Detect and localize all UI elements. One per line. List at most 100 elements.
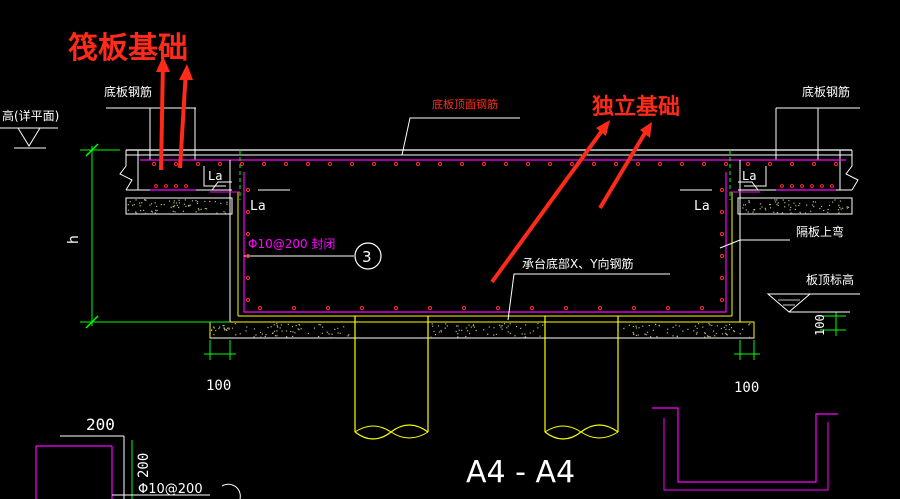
hatch-speck <box>529 332 531 334</box>
rebar-dot <box>719 187 725 193</box>
dimension-100-vertical <box>820 312 846 336</box>
stirrup-bottom-label: Φ10@200 <box>138 482 203 497</box>
hatch-speck <box>438 331 441 333</box>
rebar-dot <box>427 305 433 311</box>
hatch-speck <box>139 205 141 207</box>
la-left-small-label: La <box>208 169 222 183</box>
hatch-speck <box>748 324 750 326</box>
hatch-speck <box>216 212 218 214</box>
hatch-speck <box>223 329 226 331</box>
hatch-speck <box>470 326 472 328</box>
hatch-speck <box>695 333 698 335</box>
hatch-speck <box>769 207 772 209</box>
hatch-speck <box>150 203 153 205</box>
hatch-speck <box>709 324 711 326</box>
hatch-speck <box>294 332 296 334</box>
hatch-speck <box>440 329 442 332</box>
rebar-dot <box>503 161 509 167</box>
hatch-speck <box>467 330 469 332</box>
hatch-speck <box>260 336 262 338</box>
hatch-speck <box>188 205 190 207</box>
hatch-speck <box>487 333 489 335</box>
hatch-speck <box>151 211 154 213</box>
hatch-speck <box>228 328 230 330</box>
hatch-speck <box>666 332 669 334</box>
hatch-speck <box>506 327 508 329</box>
hatch-speck <box>330 336 332 339</box>
rebar-dot <box>461 305 467 311</box>
hatch-speck <box>678 325 680 327</box>
hatch-speck <box>776 212 779 214</box>
hatch-speck <box>174 211 176 213</box>
hatch-speck <box>753 208 755 211</box>
hatch-speck <box>321 332 323 334</box>
section-title: A4 - A4 <box>466 455 575 490</box>
hatch-speck <box>144 212 146 214</box>
hatch-speck <box>291 326 294 328</box>
hatch-speck <box>696 331 698 334</box>
hatch-speck <box>432 325 434 327</box>
hatch-speck <box>267 326 269 329</box>
hatch-speck <box>214 201 216 203</box>
hatch-speck <box>810 210 812 212</box>
hatch-speck <box>172 205 174 208</box>
hatch-speck <box>752 211 754 213</box>
hatch-speck <box>806 204 808 206</box>
hatch-speck <box>748 336 751 338</box>
hatch-speck <box>225 329 227 331</box>
cap-bottom-rebar-label: 承台底部X、Y向钢筋 <box>522 256 634 271</box>
hatch-speck <box>472 325 474 327</box>
hatch-speck <box>765 209 767 211</box>
hatch-speck <box>704 332 706 334</box>
hatch-speck <box>226 329 228 332</box>
hatch-speck <box>277 326 279 328</box>
hatch-speck <box>127 204 129 206</box>
hatch-speck <box>200 208 202 210</box>
hatch-speck <box>319 324 321 326</box>
hatch-speck <box>270 326 272 328</box>
hatch-speck <box>483 329 485 331</box>
rebar-dot <box>800 184 804 188</box>
hatch-speck <box>730 327 733 329</box>
hatch-speck <box>196 202 199 205</box>
hatch-speck <box>339 332 341 334</box>
hatch-speck <box>726 334 728 336</box>
hatch-speck <box>204 200 206 203</box>
hatch-speck <box>676 335 678 338</box>
top-slab <box>126 117 852 161</box>
hatch-speck <box>129 201 131 203</box>
rebar-dot <box>789 161 795 167</box>
hatch-speck <box>231 327 234 329</box>
rebar-dot <box>591 161 597 167</box>
hatch-speck <box>290 330 292 333</box>
hatch-speck <box>537 323 539 325</box>
hatch-speck <box>473 326 476 328</box>
hatch-speck <box>168 200 171 202</box>
hatch-speck <box>667 328 669 330</box>
hatch-speck <box>127 209 130 211</box>
rebar-dot <box>305 161 311 167</box>
hatch-speck <box>819 207 821 210</box>
hatch-speck <box>777 202 779 204</box>
hatch-speck <box>650 336 652 338</box>
rebar-dot <box>665 305 671 311</box>
hatch-speck <box>144 199 146 201</box>
rebar-dot <box>164 184 168 188</box>
hatch-speck <box>184 199 186 201</box>
hatch-speck <box>465 335 467 338</box>
hatch-speck <box>455 330 457 333</box>
raft-foundation-annotation: 筏板基础 <box>68 31 188 66</box>
rebar-dot <box>635 161 641 167</box>
hatch-speck <box>430 336 432 338</box>
hatch-speck <box>347 335 349 337</box>
rebar-dot <box>719 275 725 281</box>
hatch-speck <box>463 336 465 339</box>
slab-top-elevation-label: 板顶标高 <box>806 272 854 287</box>
hatch-speck <box>715 332 717 335</box>
hatch-speck <box>191 200 194 202</box>
hatch-speck <box>781 212 784 214</box>
rebar-dot <box>245 187 251 193</box>
bottom-cushion <box>209 321 755 339</box>
hatch-speck <box>458 329 460 331</box>
hatch-speck <box>769 203 772 206</box>
